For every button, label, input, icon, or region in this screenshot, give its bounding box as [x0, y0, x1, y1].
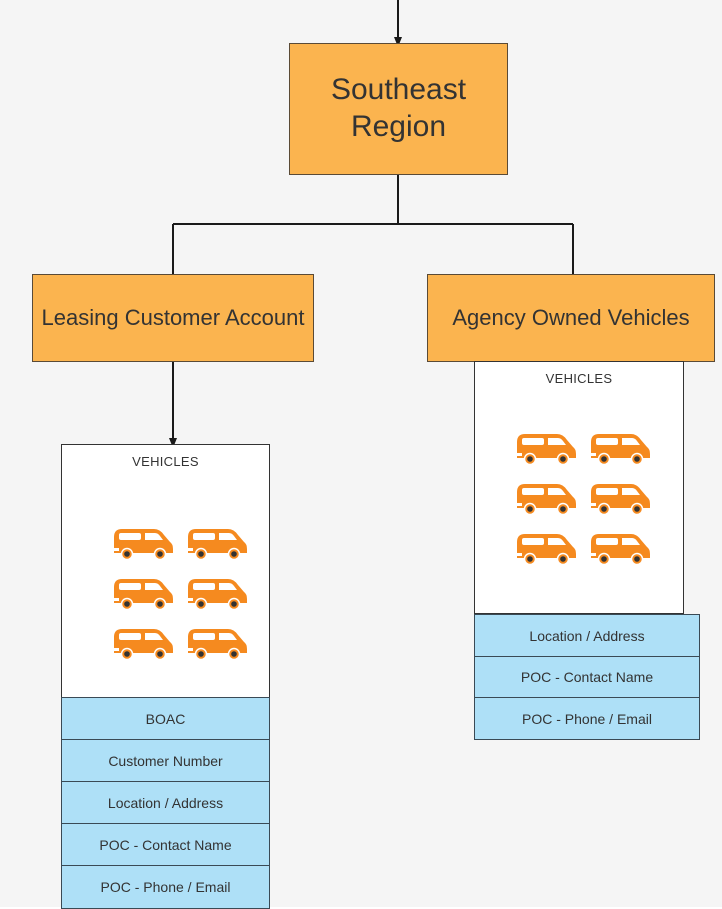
agency-info-fields: Location / Address POC - Contact Name PO… — [474, 614, 700, 740]
van-icon — [110, 573, 176, 623]
van-icon — [184, 573, 250, 623]
van-icon — [184, 623, 250, 673]
van-icon — [587, 478, 653, 528]
van-icon — [513, 428, 579, 478]
agency-vehicles-title: VEHICLES — [545, 371, 613, 386]
leasing-customer-account-node[interactable]: Leasing Customer Account — [32, 274, 314, 362]
agency-field-location-address[interactable]: Location / Address — [474, 614, 700, 657]
van-icon — [587, 428, 653, 478]
leasing-van-grid — [110, 523, 250, 673]
van-icon — [184, 523, 250, 573]
agency-van-grid — [513, 428, 653, 578]
agency-owned-vehicles-node[interactable]: Agency Owned Vehicles — [427, 274, 715, 362]
agency-field-poc-contact-name[interactable]: POC - Contact Name — [474, 655, 700, 699]
van-icon — [513, 478, 579, 528]
agency-field-poc-phone-email[interactable]: POC - Phone / Email — [474, 697, 700, 740]
agency-vehicles-panel[interactable]: VEHICLES — [474, 361, 684, 614]
van-icon — [110, 623, 176, 673]
leasing-info-fields: BOAC Customer Number Location / Address … — [61, 697, 270, 909]
agency-owned-vehicles-label: Agency Owned Vehicles — [452, 304, 690, 330]
leasing-field-location-address[interactable]: Location / Address — [61, 781, 270, 825]
leasing-customer-account-label: Leasing Customer Account — [41, 304, 305, 330]
van-icon — [110, 523, 176, 573]
southeast-region-label: Southeast Region — [330, 73, 467, 143]
southeast-region-node[interactable]: Southeast Region — [289, 43, 508, 175]
leasing-field-poc-contact-name[interactable]: POC - Contact Name — [61, 823, 270, 867]
van-icon — [513, 528, 579, 578]
leasing-field-boac[interactable]: BOAC — [61, 697, 270, 741]
leasing-field-customer-number[interactable]: Customer Number — [61, 739, 270, 783]
leasing-vehicles-panel[interactable]: VEHICLES — [61, 444, 270, 698]
leasing-field-poc-phone-email[interactable]: POC - Phone / Email — [61, 865, 270, 909]
leasing-vehicles-title: VEHICLES — [132, 454, 199, 469]
van-icon — [587, 528, 653, 578]
